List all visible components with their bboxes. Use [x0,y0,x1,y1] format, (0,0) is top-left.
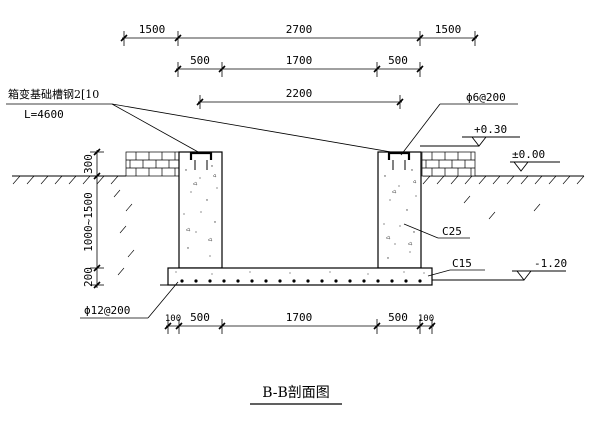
wall-right [377,151,422,269]
wall-left [178,151,223,269]
elevation-plus030: +0.30 [474,123,507,136]
label-c15: C15 [452,257,472,270]
dim-1700-top: 1700 [286,54,313,67]
label-rebar-bottom: ϕ12@200 [84,304,130,317]
dim-row-2 [174,62,424,77]
channel-steel-left [189,151,213,160]
dim-2700: 2700 [286,23,313,36]
dim-500-bottom-right: 500 [388,311,408,324]
dim-200: 200 [82,267,95,287]
dim-1500-left: 1500 [139,23,166,36]
dim-100-right: 100 [418,314,434,324]
dim-500-left: 500 [190,54,210,67]
rebar-dots [180,279,422,283]
soil-hatch [12,175,585,276]
dim-row-3 [196,95,404,109]
anchor-bars [194,160,406,170]
base-slab [160,267,433,286]
label-c25: C25 [442,225,462,238]
elevation-marker-minus120 [432,270,566,281]
elevation-marker-plus030 [420,136,520,147]
elevation-marker-zero [510,161,560,172]
label-channel-steel: 箱变基础槽钢2[10 [8,87,99,101]
channel-steel-right [387,151,411,160]
dim-1500-right: 1500 [435,23,462,36]
brick-right [421,151,476,177]
brick-left [125,151,180,177]
dim-1000-1500: 1000~1500 [82,192,95,252]
leader-lines [6,103,518,319]
dim-100-left: 100 [165,314,181,324]
dim-row-bottom [164,319,436,334]
dim-500-right: 500 [388,54,408,67]
dim-300: 300 [82,154,95,174]
dim-1700-bottom: 1700 [286,311,313,324]
dim-vertical-left [90,148,104,289]
drawing-title: B-B剖面图 [262,385,330,401]
elevation-minus120: -1.20 [534,257,567,270]
dim-500-bottom-left: 500 [190,311,210,324]
label-channel-length: L=4600 [24,108,64,121]
dim-2200: 2200 [286,87,313,100]
label-rebar-top: ϕ6@200 [466,91,506,104]
elevation-zero: ±0.00 [512,148,545,161]
dim-row-1 [120,31,479,46]
